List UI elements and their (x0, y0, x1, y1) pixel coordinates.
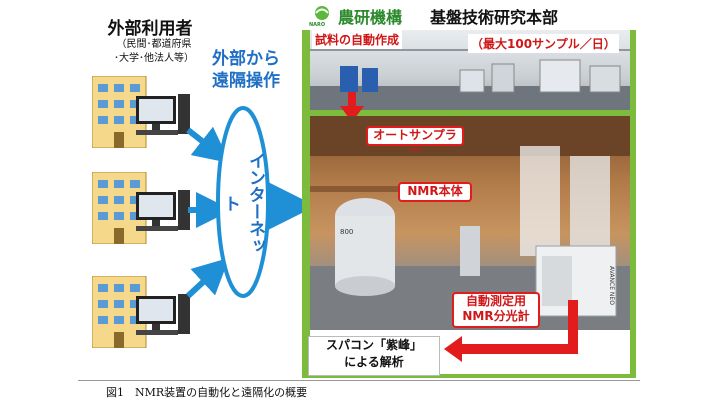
org-name: 農研機構 (338, 8, 403, 27)
internet-ellipse (216, 106, 270, 298)
down-arrow-icon (340, 92, 364, 122)
spectrometer-line2: NMR分光計 (462, 309, 530, 323)
building-computer-icon (92, 276, 190, 348)
internet-label: インターネット (220, 152, 265, 254)
caption-divider (78, 380, 640, 381)
external-users-subtitle-line2: ･大学･他法人等） (114, 53, 194, 64)
external-users-subtitle-line1: （民間･都道府県 (116, 39, 192, 50)
nmr-body-callout: NMR本体 (398, 182, 472, 202)
building-computer-icon (92, 76, 190, 148)
spectrometer-callout: 自動測定用 NMR分光計 (452, 292, 540, 328)
external-users-subtitle: （民間･都道府県 ･大学･他法人等） (84, 38, 224, 66)
division-name: 基盤技術研究本部 (430, 8, 559, 27)
supercomputer-line2: による解析 (344, 355, 404, 369)
facility-header (302, 0, 636, 30)
naro-logo-icon (315, 6, 329, 20)
nmr-lab-photo (310, 116, 630, 330)
external-users-title: 外部利用者 (107, 19, 193, 39)
instrument-brand: AVANCE NEO (608, 266, 615, 305)
supercomputer-box: スパコン「紫峰」 による解析 (308, 336, 440, 376)
capacity-label: （最大100サンプル／日） (468, 34, 619, 53)
remote-operation-line1: 外部から (212, 49, 280, 69)
spectrometer-line1: 自動測定用 (465, 294, 526, 308)
supercomputer-line1: スパコン「紫峰」 (325, 338, 422, 352)
magnet-label: 800 (340, 228, 354, 236)
return-arrow-icon (444, 300, 578, 362)
remote-operation-title: 外部から 遠隔操作 (196, 48, 296, 92)
connection-arrows (185, 126, 310, 299)
logo-text: NARO (309, 22, 326, 28)
figure-caption: 図1 NMR装置の自動化と遠隔化の概要 (106, 386, 308, 399)
autosampler-callout: オートサンプラー (366, 126, 464, 157)
building-computer-icon (92, 172, 190, 244)
remote-operation-line2: 遠隔操作 (212, 71, 280, 91)
auto-prep-label: 試料の自動作成 (312, 30, 403, 49)
